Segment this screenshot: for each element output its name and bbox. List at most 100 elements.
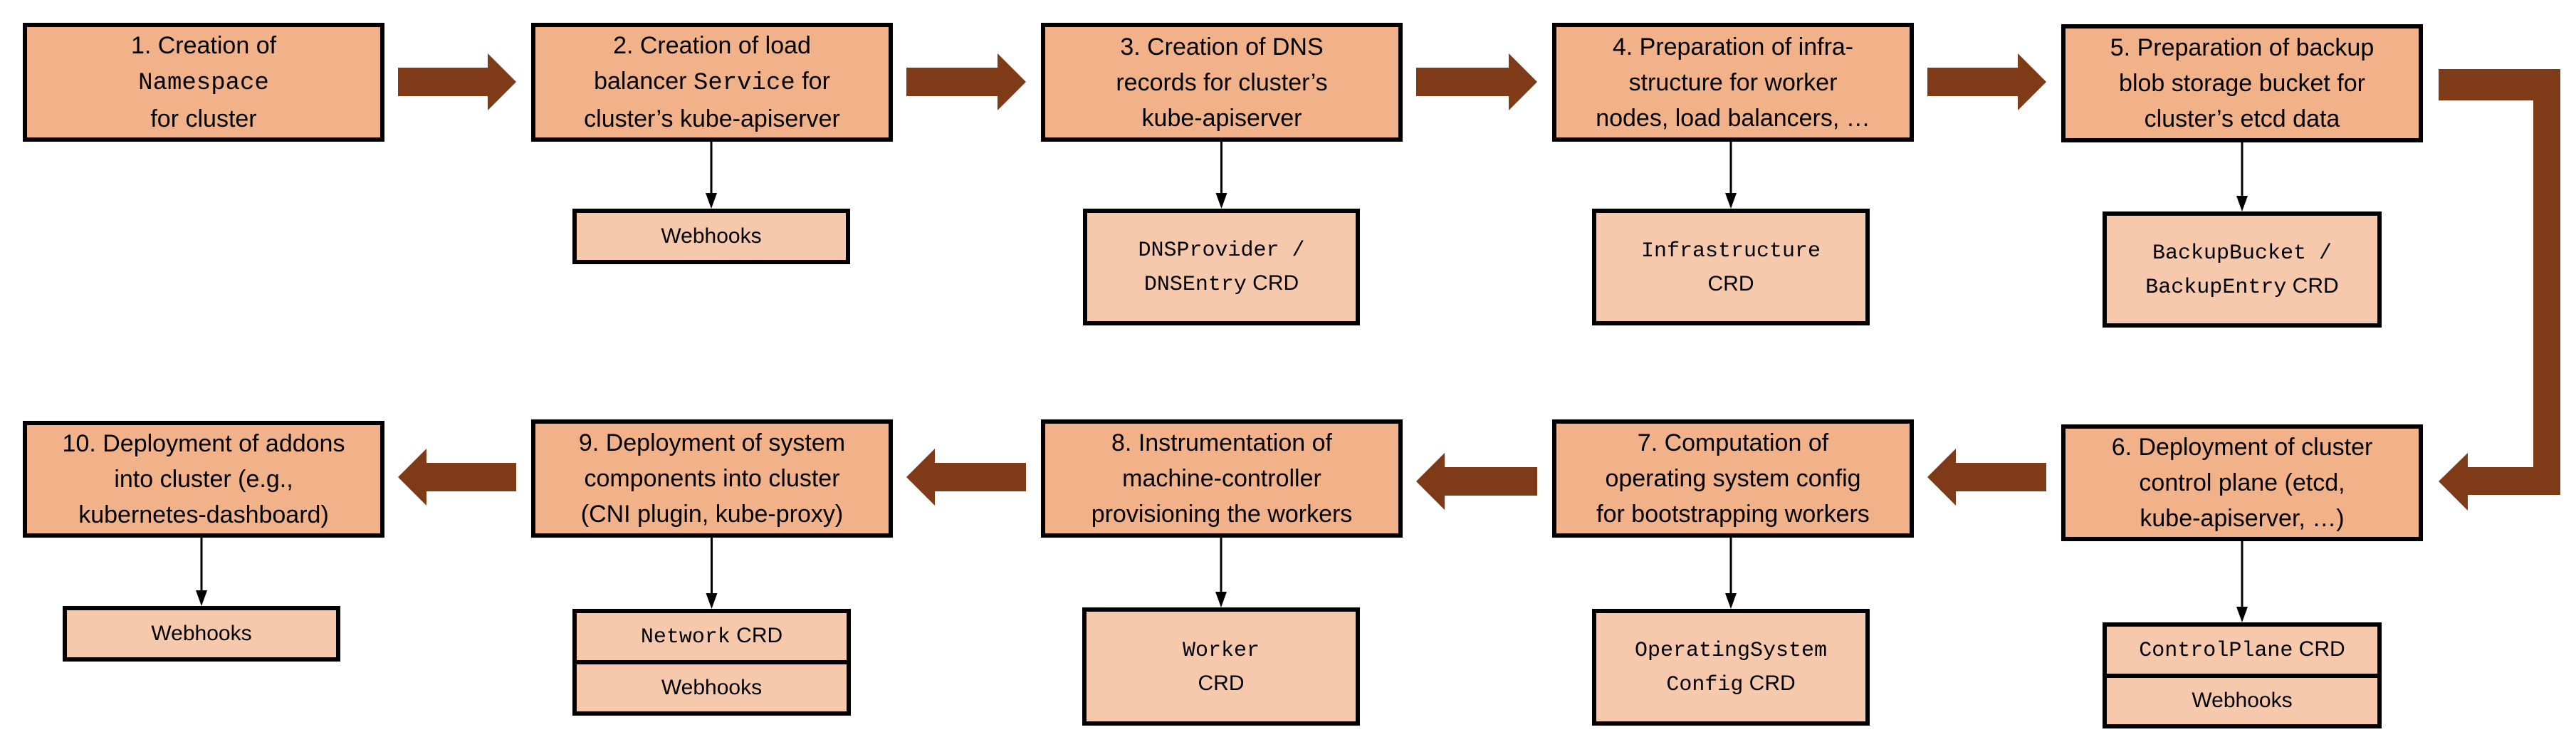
resource-kind-text: DNSEntry	[1143, 273, 1247, 297]
resource-line: OperatingSystem	[1635, 633, 1827, 667]
step-label-text: blob storage bucket for	[2119, 70, 2365, 97]
resource-section: DNSProvider /DNSEntry CRD	[1087, 213, 1356, 321]
flow-arrow-left-icon	[1927, 449, 2046, 506]
step-label-text: nodes, load balancers, …	[1596, 104, 1870, 132]
step-label-text: 2. Creation of load	[613, 32, 811, 59]
step-10-box: 10. Deployment of addons into cluster (e.…	[23, 421, 384, 538]
resource-label-text: Webhooks	[661, 676, 763, 699]
resource-line: Config CRD	[1666, 667, 1795, 701]
resource-label-text: Webhooks	[661, 224, 762, 248]
resource-kind-text: Config	[1666, 673, 1744, 697]
resource-kind-text: Namespace	[138, 70, 269, 97]
step-label-text: 7. Computation of	[1637, 429, 1829, 456]
resource-label-text: CRD	[2293, 637, 2345, 661]
flow-arrow-left-icon	[398, 449, 516, 506]
step-9-resources-box: Network CRD Webhooks	[572, 609, 851, 716]
step-label-text: provisioning the workers	[1091, 501, 1353, 528]
step-label-text: records for cluster’s	[1116, 68, 1328, 96]
connector-arrowhead-icon	[196, 590, 207, 606]
resource-line: Worker	[1183, 633, 1260, 667]
step-label-text: operating system config	[1605, 465, 1861, 492]
step-label-line: cluster’s etcd data	[2145, 101, 2340, 137]
step-label-line: structure for worker	[1629, 65, 1838, 100]
resource-kind-text: ControlPlane	[2139, 638, 2293, 663]
flow-arrow-right-icon	[398, 53, 516, 110]
step-label-text: machine-controller	[1122, 465, 1321, 492]
step-label-text: into cluster (e.g.,	[114, 466, 293, 493]
step-label-text: components into cluster	[584, 465, 840, 492]
step-9-box: 9. Deployment of system components into c…	[531, 419, 893, 538]
resource-kind-text: Worker	[1182, 639, 1260, 663]
resource-line: Webhooks	[661, 220, 761, 253]
resource-section: Webhooks	[67, 610, 336, 657]
connector-arrowhead-icon	[706, 193, 717, 209]
step-10-resources-box: Webhooks	[63, 606, 340, 662]
step-label-line: kube-apiserver	[1142, 100, 1302, 136]
step-label-text: 1. Creation of	[130, 32, 277, 59]
step-label-line: 4. Preparation of infra-	[1613, 29, 1853, 65]
step-label-line: nodes, load balancers, …	[1596, 100, 1870, 136]
step-label-line: 7. Computation of	[1638, 425, 1828, 461]
resource-label-text: Webhooks	[151, 622, 252, 645]
connector-arrowhead-icon	[2236, 196, 2248, 211]
connector-arrowhead-icon	[1215, 592, 1227, 607]
step-label-line: balancer Service for	[594, 63, 830, 101]
step-label-line: 2. Creation of load	[613, 28, 811, 63]
resource-label-text: CRD	[1743, 672, 1796, 695]
step-3-resources-box: DNSProvider /DNSEntry CRD	[1083, 209, 1360, 325]
resource-kind-text: DNSProvider /	[1138, 239, 1305, 263]
resource-line: Webhooks	[661, 672, 762, 704]
step-label-text: 5. Preparation of backup	[2110, 34, 2375, 61]
step-label-text: kubernetes-dashboard)	[78, 501, 329, 528]
resource-line: ControlPlane CRD	[2139, 633, 2345, 667]
step-label-text: (CNI plugin, kube-proxy)	[580, 501, 844, 528]
step-label-line: kubernetes-dashboard)	[78, 497, 329, 533]
step-label-text: 3. Creation of DNS	[1120, 33, 1324, 61]
resource-section: Webhooks	[577, 660, 847, 711]
step-label-line: cluster’s kube-apiserver	[584, 101, 840, 137]
step-label-line: control plane (etcd,	[2139, 465, 2345, 501]
resource-label-text: CRD	[2286, 273, 2339, 298]
resource-line: CRD	[1708, 268, 1754, 301]
step-label-line: 10. Deployment of addons	[63, 426, 345, 461]
step-label-text: for cluster	[150, 105, 257, 132]
step-label-text: 4. Preparation of infra-	[1612, 33, 1854, 61]
step-label-text: cluster’s etcd data	[2144, 105, 2340, 132]
step-label-text: balancer	[594, 68, 693, 95]
step-label-line: 6. Deployment of cluster	[2112, 429, 2373, 465]
resource-label-text: CRD	[730, 624, 783, 647]
flow-arrow-right-icon	[1416, 53, 1537, 110]
step-6-box: 6. Deployment of cluster control plane (e…	[2061, 424, 2423, 541]
resource-label-text: Webhooks	[2192, 689, 2293, 713]
step-label-line: 3. Creation of DNS	[1120, 29, 1323, 65]
flow-arrow-left-icon	[1416, 453, 1537, 510]
connector-arrowhead-icon	[2236, 607, 2248, 622]
step-label-line: 5. Preparation of backup	[2110, 30, 2374, 66]
step-label-line: (CNI plugin, kube-proxy)	[581, 496, 843, 532]
connector-arrowhead-icon	[706, 593, 718, 609]
step-label-line: 8. Instrumentation of	[1111, 425, 1332, 461]
step-5-box: 5. Preparation of backup blob storage buc…	[2061, 24, 2423, 142]
resource-label-text: CRD	[1198, 672, 1245, 695]
step-8-box: 8. Instrumentation of machine-controller p…	[1041, 419, 1403, 538]
step-label-line: kube-apiserver, …)	[2140, 501, 2344, 536]
connector-arrowhead-icon	[1725, 593, 1737, 609]
resource-line: Webhooks	[2192, 684, 2292, 717]
step-label-text: kube-apiserver	[1141, 104, 1302, 132]
step-7-box: 7. Computation of operating system config…	[1552, 419, 1914, 538]
flow-arrow-uturn-icon	[2439, 69, 2560, 511]
resource-line: BackupBucket /	[2152, 236, 2332, 270]
step-5-resources-box: BackupBucket /BackupEntry CRD	[2103, 211, 2382, 328]
resource-line: Network CRD	[641, 620, 782, 654]
step-label-line: 9. Deployment of system	[579, 425, 845, 461]
resource-line: CRD	[1198, 667, 1245, 700]
step-label-text: 6. Deployment of cluster	[2111, 434, 2373, 461]
flow-arrow-left-icon	[906, 449, 1026, 506]
step-label-line: for bootstrapping workers	[1596, 496, 1870, 532]
resource-line: DNSProvider /	[1138, 233, 1304, 267]
flow-arrow-right-icon	[906, 53, 1026, 110]
resource-kind-text: Service	[693, 70, 795, 97]
